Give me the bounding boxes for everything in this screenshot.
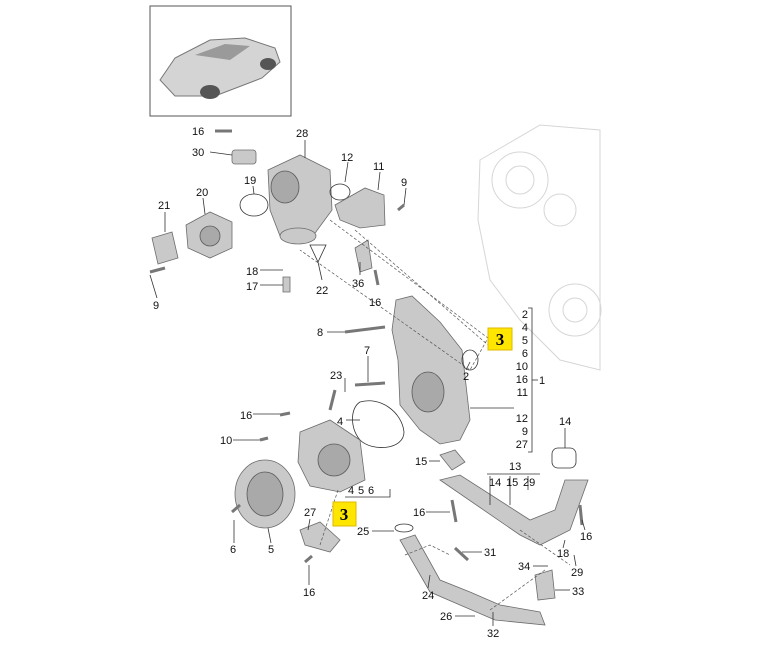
callout[interactable]: 16	[369, 297, 381, 309]
plug-17	[282, 276, 291, 293]
callout[interactable]: 29	[571, 567, 583, 579]
callout[interactable]: 16	[303, 587, 315, 599]
group-item[interactable]: 4	[522, 322, 528, 334]
marker-3-lower[interactable]: 3	[332, 501, 357, 527]
leader-lines	[149, 140, 586, 626]
group-parent[interactable]: 1	[539, 375, 545, 387]
callout-labels: 16 28 30 12 11 19 9 21 20 18 17 22 36 16…	[153, 126, 592, 640]
callout[interactable]: 34	[518, 561, 530, 573]
group-item[interactable]: 5	[522, 335, 528, 347]
callout[interactable]: 14	[559, 416, 571, 428]
pulley-5[interactable]	[234, 459, 296, 529]
callout[interactable]: 27	[304, 507, 316, 519]
bolts	[149, 129, 584, 564]
flange-11[interactable]	[334, 187, 386, 229]
callout[interactable]: 6	[230, 544, 236, 556]
callout[interactable]: 10	[220, 435, 232, 447]
car-thumbnail[interactable]	[149, 5, 292, 117]
callout[interactable]: 26	[440, 611, 452, 623]
callout[interactable]: 7	[364, 345, 370, 357]
callout[interactable]: 23	[330, 370, 342, 382]
callout[interactable]: 17	[246, 281, 258, 293]
callout[interactable]: 15	[415, 456, 427, 468]
group-item[interactable]: 11	[517, 387, 528, 399]
callout[interactable]: 24	[422, 590, 434, 602]
callout[interactable]: 33	[572, 586, 584, 598]
o-ring-12	[329, 183, 351, 201]
thermostat-housing[interactable]	[231, 149, 333, 245]
clip-22	[309, 244, 327, 263]
o-ring-25	[394, 523, 414, 533]
callout[interactable]: 4	[337, 416, 343, 428]
callout[interactable]: 15	[506, 477, 518, 489]
callout[interactable]: 5	[358, 485, 364, 497]
group-list: 2 4 5 6 10 16 11 12 9 27	[516, 309, 528, 451]
callout[interactable]: 9	[401, 177, 407, 189]
group-item[interactable]: 10	[516, 361, 528, 373]
callout[interactable]: 22	[316, 285, 328, 297]
callout[interactable]: 20	[196, 187, 208, 199]
group-item[interactable]: 12	[516, 413, 528, 425]
callout[interactable]: 19	[244, 175, 256, 187]
coolant-pipe-13[interactable]	[439, 449, 589, 546]
callout[interactable]: 16	[240, 410, 252, 422]
callout[interactable]: 32	[487, 628, 499, 640]
group-item[interactable]: 16	[516, 374, 528, 386]
gasket-4	[352, 400, 405, 448]
callout[interactable]: 16	[580, 531, 592, 543]
assembly-guides	[299, 219, 571, 611]
callout[interactable]: 5	[268, 544, 274, 556]
callout[interactable]: 14	[489, 477, 501, 489]
callout[interactable]: 4	[348, 485, 354, 497]
callout[interactable]: 6	[368, 485, 374, 497]
callout[interactable]: 18	[246, 266, 258, 278]
marker-label: 3	[340, 505, 349, 524]
o-ring-19	[239, 193, 269, 217]
callout[interactable]: 16	[192, 126, 204, 138]
callout[interactable]: 21	[158, 200, 170, 212]
water-pump[interactable]	[297, 419, 366, 493]
callout[interactable]: 8	[317, 327, 323, 339]
clamp-33	[534, 569, 556, 601]
callout[interactable]: 13	[509, 461, 521, 473]
callout[interactable]: 16	[413, 507, 425, 519]
callout[interactable]: 12	[341, 152, 353, 164]
callout[interactable]: 18	[557, 548, 569, 560]
timing-cover[interactable]	[391, 295, 479, 445]
callout[interactable]: 28	[296, 128, 308, 140]
callout[interactable]: 9	[153, 300, 159, 312]
marker-label: 3	[496, 330, 505, 349]
group-item[interactable]: 6	[522, 348, 528, 360]
callout[interactable]: 30	[192, 147, 204, 159]
group-item[interactable]: 27	[516, 439, 528, 451]
callout[interactable]: 2	[463, 371, 469, 383]
engine-background	[477, 124, 602, 371]
pump-20[interactable]	[151, 211, 233, 265]
group-item[interactable]: 2	[522, 309, 528, 321]
marker-3-upper[interactable]: 3	[487, 327, 513, 351]
callout[interactable]: 25	[357, 526, 369, 538]
group-item[interactable]: 9	[522, 426, 528, 438]
callout[interactable]: 29	[523, 477, 535, 489]
callout[interactable]: 36	[352, 278, 364, 290]
cover-27	[299, 521, 341, 553]
callout[interactable]: 11	[373, 161, 384, 173]
seal-14	[551, 447, 577, 469]
callout[interactable]: 31	[484, 547, 496, 559]
